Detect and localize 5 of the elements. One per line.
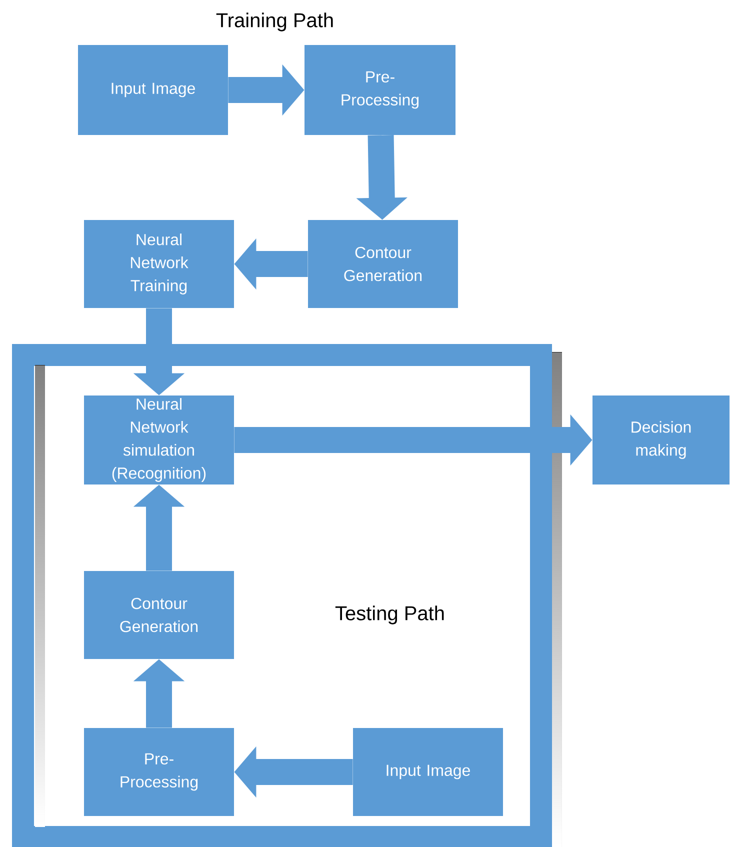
frame-heading: Testing Path (335, 606, 444, 624)
process-box: Input Image (78, 45, 228, 135)
title: Training Path (216, 12, 333, 32)
process-box: Input Image (353, 728, 503, 816)
process-box: Pre-Processing (84, 728, 234, 816)
